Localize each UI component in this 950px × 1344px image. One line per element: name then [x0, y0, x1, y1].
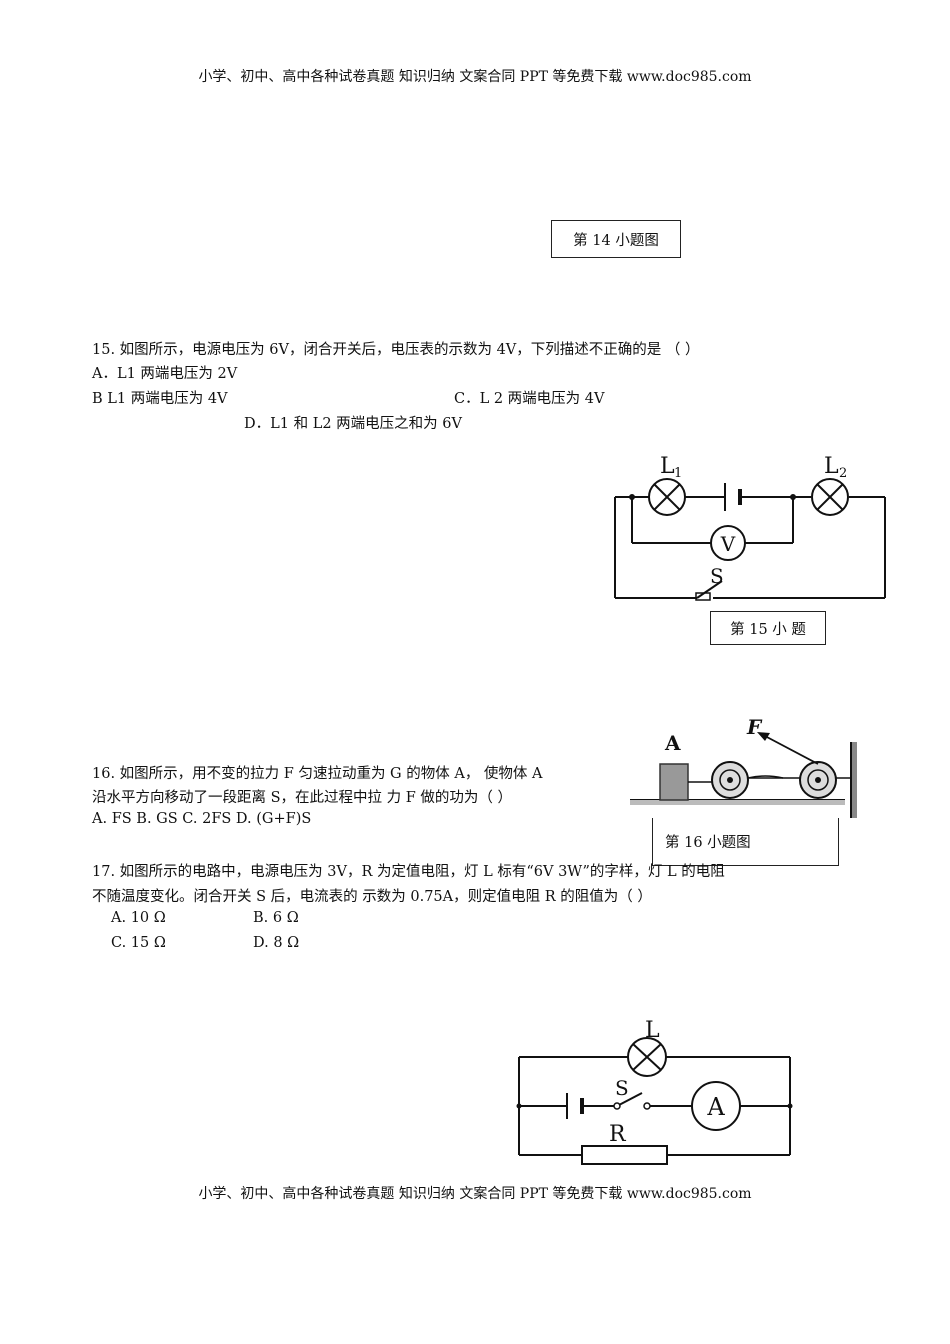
svg-text:A: A: [706, 1093, 725, 1121]
q16-pulley-2-icon: [799, 761, 837, 799]
q14-figure-caption: 第 14 小题图: [551, 220, 681, 258]
q15-circuit-diagram: V S L 1 L 2: [614, 454, 886, 601]
q17-switch-icon: [613, 1092, 651, 1110]
q16-options: A. FS B. GS C. 2FS D. (G+F)S: [92, 811, 312, 827]
svg-text:L: L: [660, 454, 675, 479]
q16-block-a: [659, 763, 689, 801]
svg-text:V: V: [720, 532, 736, 556]
svg-text:L: L: [824, 454, 839, 479]
svg-text:F: F: [746, 715, 763, 739]
q17-option-d: D. 8 Ω: [253, 935, 300, 951]
q16-pulley-diagram: A F: [630, 715, 857, 818]
q17-stem-line1: 17. 如图所示的电路中，电源电压为 3V，R 为定值电阻，灯 L 标有“6V …: [92, 864, 725, 880]
q15-option-d: D．L1 和 L2 两端电压之和为 6V: [244, 416, 462, 432]
q17-resistor-icon: [581, 1145, 668, 1165]
q17-battery-icon: [566, 1093, 584, 1119]
svg-text:1: 1: [674, 466, 682, 481]
page-header: 小学、初中、高中各种试卷真题 知识归纳 文案合同 PPT 等免费下载 www.d…: [198, 69, 752, 85]
q17-lamp-icon: [627, 1037, 667, 1077]
svg-text:L: L: [645, 1018, 660, 1043]
q15-option-a: A．L1 两端电压为 2V: [92, 366, 238, 382]
svg-text:A: A: [664, 731, 681, 755]
q15-voltmeter-icon: V: [710, 525, 746, 561]
q15-figure-caption: 第 15 小 题: [710, 611, 826, 645]
svg-text:S: S: [710, 564, 724, 588]
q15-lamp-l1-icon: [648, 478, 686, 516]
q16-stem-line2: 沿水平方向移动了一段距离 S，在此过程中拉 力 F 做的功为（ ）: [92, 790, 513, 806]
q17-option-b: B. 6 Ω: [253, 910, 299, 926]
svg-text:R: R: [609, 1122, 627, 1147]
page-footer: 小学、初中、高中各种试卷真题 知识归纳 文案合同 PPT 等免费下载 www.d…: [198, 1186, 752, 1202]
q15-stem: 15. 如图所示，电源电压为 6V，闭合开关后，电压表的示数为 4V，下列描述不…: [92, 342, 700, 358]
q16-figure-caption: 第 16 小题图: [652, 818, 839, 866]
q16-pulley-1-icon: [711, 761, 749, 799]
q15-switch-icon: [695, 580, 723, 601]
q15-option-b: B L1 两端电压为 4V: [92, 391, 228, 407]
svg-text:S: S: [615, 1076, 629, 1100]
q17-option-c: C. 15 Ω: [111, 935, 166, 951]
q15-lamp-l2-icon: [811, 478, 849, 516]
q17-circuit-diagram: L S A R: [516, 1018, 793, 1165]
q17-stem-line2: 不随温度变化。闭合开关 S 后，电流表的 示数为 0.75A，则定值电阻 R 的…: [92, 889, 652, 905]
q16-stem-line1: 16. 如图所示，用不变的拉力 F 匀速拉动重为 G 的物体 A， 使物体 A: [92, 766, 543, 782]
q15-option-c: C．L 2 两端电压为 4V: [454, 391, 605, 407]
q16-force-arrow-icon: [757, 732, 770, 741]
q17-ammeter-icon: A: [691, 1081, 741, 1131]
q15-battery-icon: [724, 483, 742, 511]
svg-text:2: 2: [839, 466, 847, 481]
q17-option-a: A. 10 Ω: [111, 910, 166, 926]
